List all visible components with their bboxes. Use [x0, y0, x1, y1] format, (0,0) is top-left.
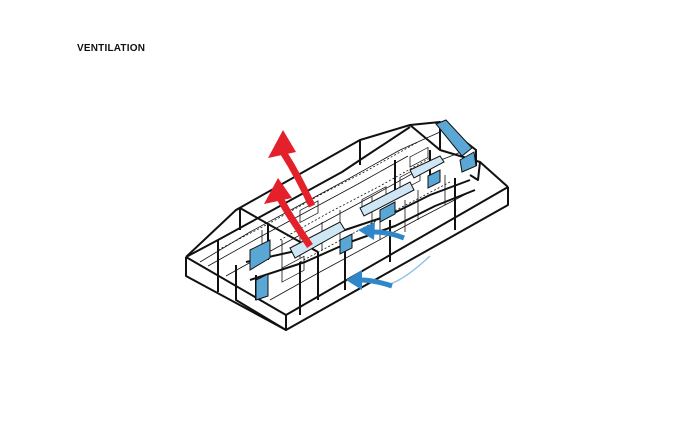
red-up-arrow-icon	[264, 178, 313, 248]
blue-inflow-arrow-icon	[358, 222, 405, 241]
blue-inflow-arrow-icon	[346, 255, 431, 290]
red-up-arrow-icon	[268, 130, 316, 208]
hidden-lines	[217, 141, 451, 263]
exhaust-arrows	[264, 130, 316, 248]
intake-arrows	[346, 222, 431, 290]
glazing-panels	[249, 119, 477, 301]
page-title: VENTILATION	[77, 43, 146, 54]
